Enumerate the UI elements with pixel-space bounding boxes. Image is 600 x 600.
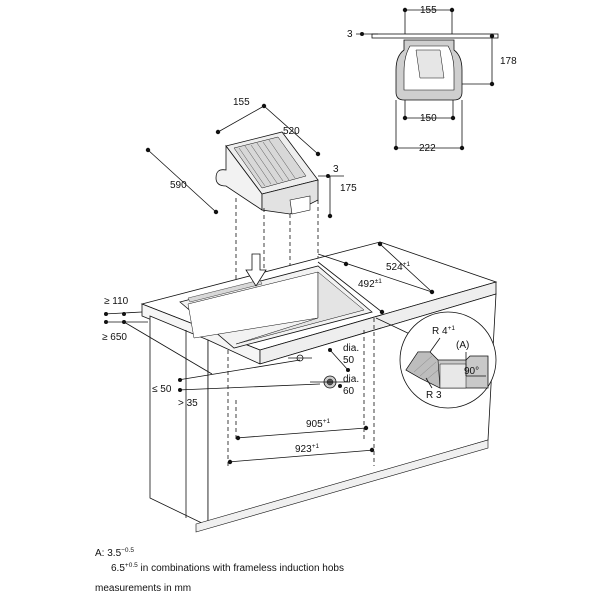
a-value: 3.5 — [107, 548, 122, 559]
cutout-inner-label: 492±1 — [358, 278, 382, 290]
module-depth-label: 155 — [233, 97, 250, 108]
detail-angle-label: 90° — [464, 366, 479, 377]
dia-label-upper: dia. — [343, 343, 359, 354]
edge-detail-view: R 4+1 (A) 90° R 3 — [375, 311, 497, 409]
module-height-label: 175 — [340, 183, 357, 194]
side-height-label: 178 — [500, 56, 517, 67]
a-value-tol: −0.5 — [121, 547, 134, 554]
units-note: measurements in mm — [95, 583, 192, 594]
module-top-label: 3 — [333, 164, 339, 175]
downdraft-module-view: 155 520 590 3 175 — [145, 97, 357, 400]
dia-50-label: 50 — [343, 355, 355, 366]
a-alt-tol: +0.5 — [124, 562, 138, 569]
footer-a-note: A: 3.5−0.5 6.5+0.5 in combinations with … — [95, 545, 344, 575]
detail-r3-label: R 3 — [426, 390, 442, 401]
side-outer-label: 222 — [419, 143, 436, 154]
module-width-label: 590 — [170, 180, 187, 191]
module-length-label: 520 — [283, 126, 300, 137]
side-inner-label: 150 — [420, 113, 437, 124]
dia-label-lower: dia. — [343, 374, 359, 385]
width-923-label: 923+1 — [295, 443, 319, 455]
back-gap-label: ≥ 650 — [102, 332, 127, 343]
front-gap-label: ≥ 110 — [104, 296, 129, 307]
side-top-label: 3 — [347, 29, 353, 40]
detail-r4-label: R 4+1 — [432, 325, 455, 337]
dia-60-label: 60 — [343, 386, 355, 397]
side-width-label: 155 — [420, 5, 437, 16]
a-label: A: — [95, 548, 105, 559]
width-905-label: 905+1 — [306, 418, 330, 430]
a-alt-value: 6.5 — [111, 563, 125, 574]
detail-a-label: (A) — [456, 340, 469, 351]
cutout-depth-label: 524+1 — [386, 261, 410, 273]
a-alt-text: in combinations with frameless induction… — [137, 563, 344, 574]
gap-35-label: > 35 — [178, 398, 198, 409]
side-section-view: 155 3 178 150 222 — [347, 5, 517, 154]
gap-50-label: ≤ 50 — [152, 384, 172, 395]
